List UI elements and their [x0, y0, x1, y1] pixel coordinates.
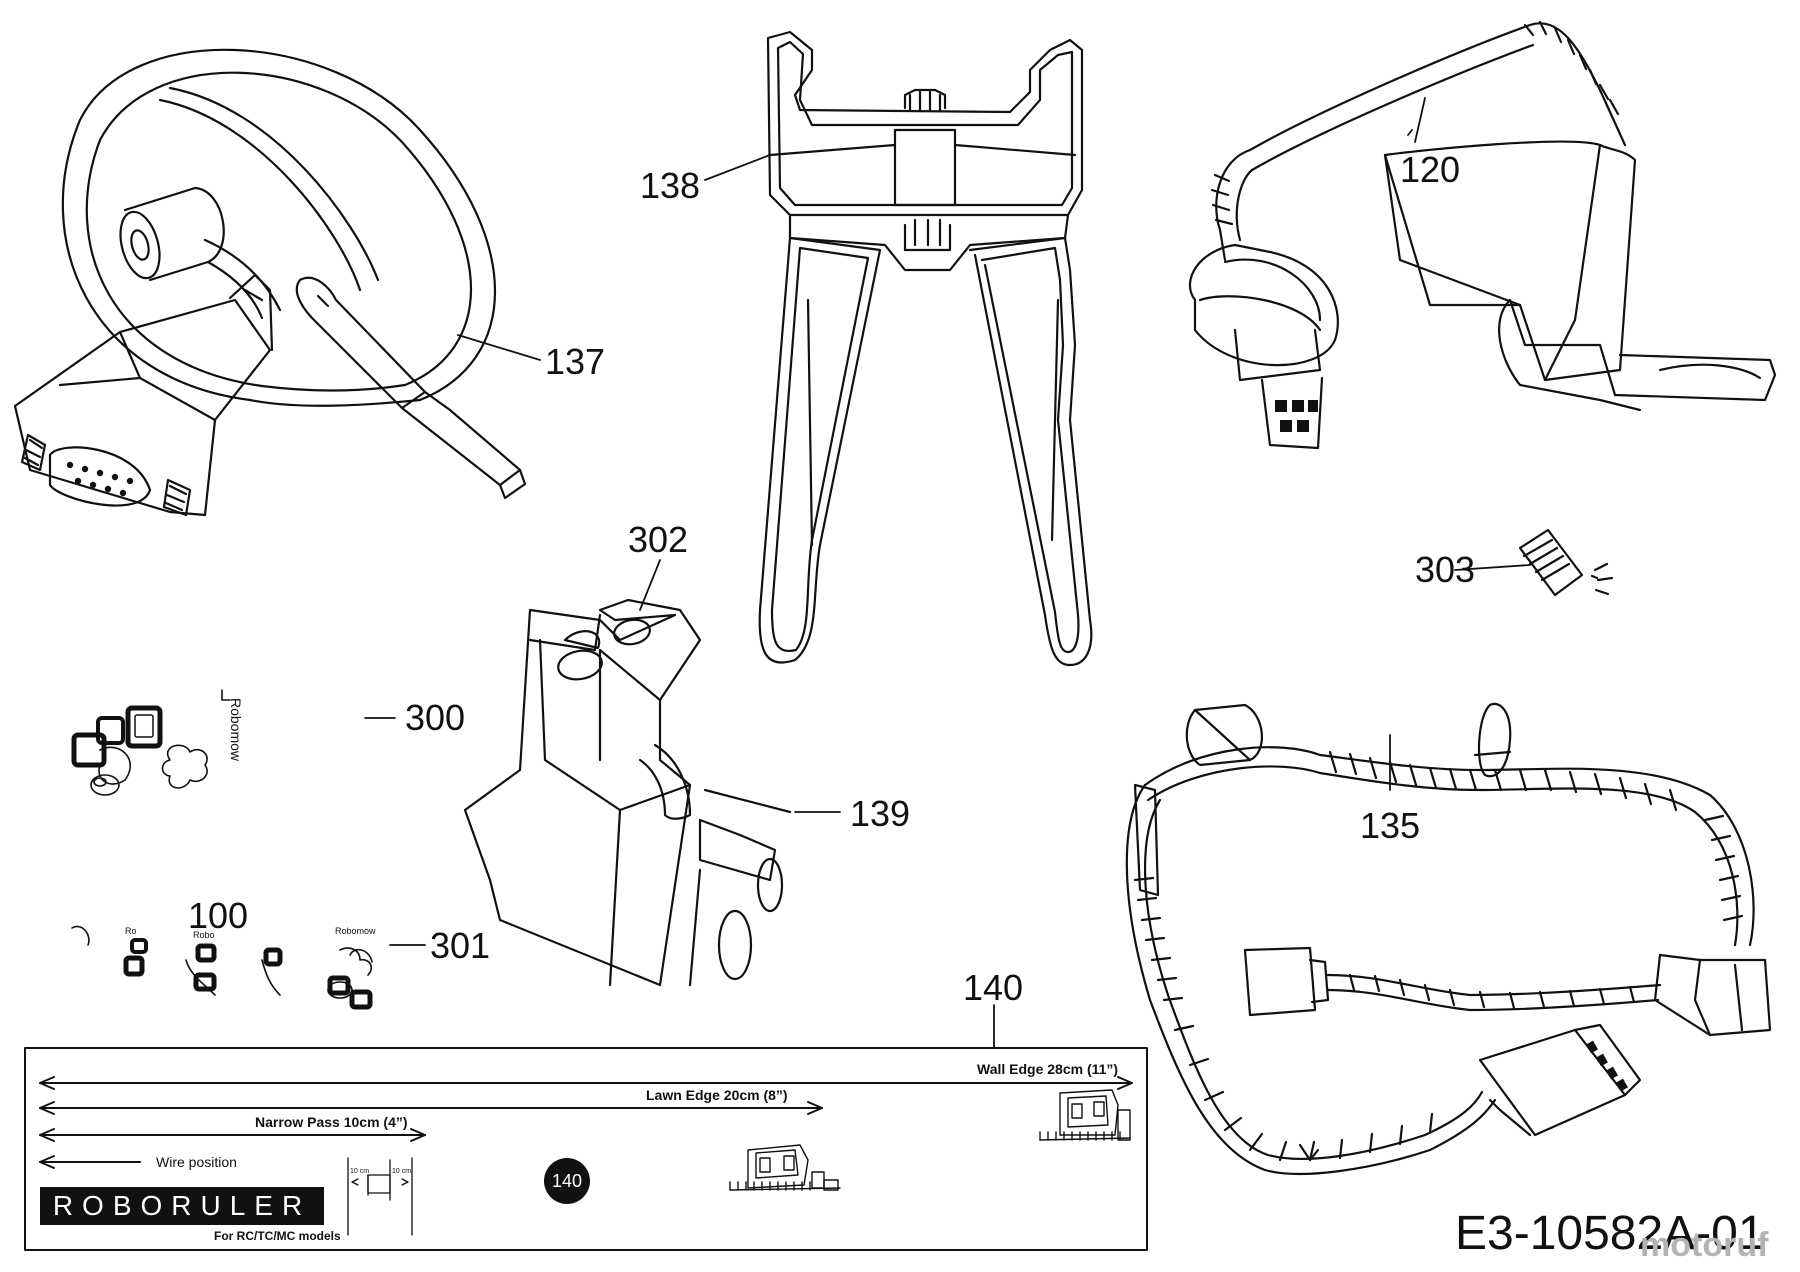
sticker-brand-small-1: Ro	[125, 926, 137, 936]
sticker-brand-vertical: Robomow	[228, 698, 244, 762]
roboruler-brand-bar: ROBORULER	[40, 1187, 324, 1225]
roboruler-badge: 140	[544, 1158, 590, 1204]
ruler-lawn-edge: Lawn Edge 20cm (8”)	[646, 1087, 788, 1103]
callout-139: 139	[850, 793, 911, 834]
callout-135: 135	[1360, 805, 1421, 846]
part-303-plug	[1518, 528, 1614, 597]
callout-302: 302	[628, 519, 689, 560]
part-138-holder	[758, 30, 1093, 667]
callout-137: 137	[545, 341, 606, 382]
sticker-brand-small-3: Robomow	[335, 926, 376, 936]
ruler-dim-b: 10 cm	[392, 1168, 412, 1175]
watermark: motoruf	[1640, 1226, 1769, 1264]
ruler-wall-edge: Wall Edge 28cm (11”)	[977, 1061, 1119, 1077]
part-137-serial-cable	[13, 48, 527, 517]
callout-138: 138	[640, 165, 701, 206]
ruler-dim-a: 10 cm	[350, 1168, 370, 1175]
callout-301: 301	[430, 925, 491, 966]
ruler-wire-position: Wire position	[156, 1154, 237, 1170]
part-120-harness	[1188, 20, 1777, 450]
part-139-block	[463, 598, 792, 987]
callout-140: 140	[963, 967, 1024, 1008]
roboruler-models: For RC/TC/MC models	[214, 1229, 341, 1243]
ruler-narrow-pass: Narrow Pass 10cm (4”)	[255, 1114, 408, 1130]
part-140-roboruler	[24, 1047, 1148, 1251]
part-300-stickers	[71, 689, 373, 1010]
leader-lines	[364, 97, 1531, 1049]
callout-120: 120	[1400, 149, 1461, 190]
callout-303: 303	[1415, 549, 1476, 590]
sticker-brand-small-2: Robo	[193, 930, 215, 940]
callout-300: 300	[405, 697, 466, 738]
diagram-id: E3-10582A-01	[1455, 1207, 1765, 1260]
callout-100: 100	[188, 895, 249, 936]
part-135-cable	[1125, 702, 1772, 1176]
